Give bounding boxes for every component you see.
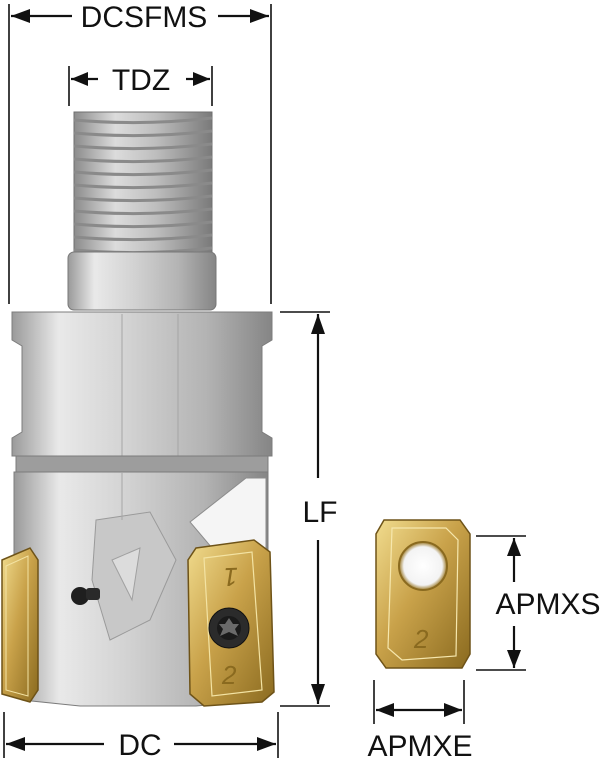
- insert-front-mark-1: 1: [223, 562, 239, 592]
- label-dcsfms: DCSFMS: [81, 1, 208, 34]
- label-apmxe: APMXE: [367, 730, 472, 763]
- insert-front: 1 2: [187, 539, 275, 707]
- insert-hole: [398, 541, 448, 591]
- label-dc: DC: [118, 729, 161, 762]
- body-collar: [11, 311, 273, 457]
- dimension-lf: LF: [280, 311, 338, 707]
- thread-ridge: [73, 207, 213, 216]
- body-groove: [15, 455, 269, 473]
- insert-left: [1, 547, 39, 703]
- thread-ridge: [73, 155, 213, 164]
- insert-detail: 1 2: [375, 519, 471, 669]
- label-apmxs: APMXS: [495, 588, 600, 621]
- threaded-shank: [67, 111, 217, 311]
- coolant-hole: [71, 587, 89, 605]
- thread-ridge: [73, 116, 213, 125]
- thread-ridge: [73, 142, 213, 151]
- label-tdz: TDZ: [112, 64, 170, 97]
- label-lf: LF: [302, 496, 337, 529]
- insert-front-mark-2: 2: [221, 660, 237, 690]
- insert-detail-mark-2: 2: [413, 624, 429, 654]
- thread-ridge: [73, 194, 213, 203]
- dimension-dc: DC: [3, 712, 279, 762]
- dimension-apmxe: APMXE: [367, 680, 473, 763]
- thread-ridge: [73, 129, 213, 138]
- dimension-apmxs: APMXS: [476, 535, 601, 671]
- dimension-dcsfms: DCSFMS: [8, 1, 272, 304]
- tool-body: 1 2: [1, 111, 275, 707]
- thread-ridge: [73, 233, 213, 242]
- thread-ridge: [73, 168, 213, 177]
- thread-ridge: [73, 181, 213, 190]
- dimension-tdz: TDZ: [68, 64, 213, 106]
- thread-ridge: [73, 220, 213, 229]
